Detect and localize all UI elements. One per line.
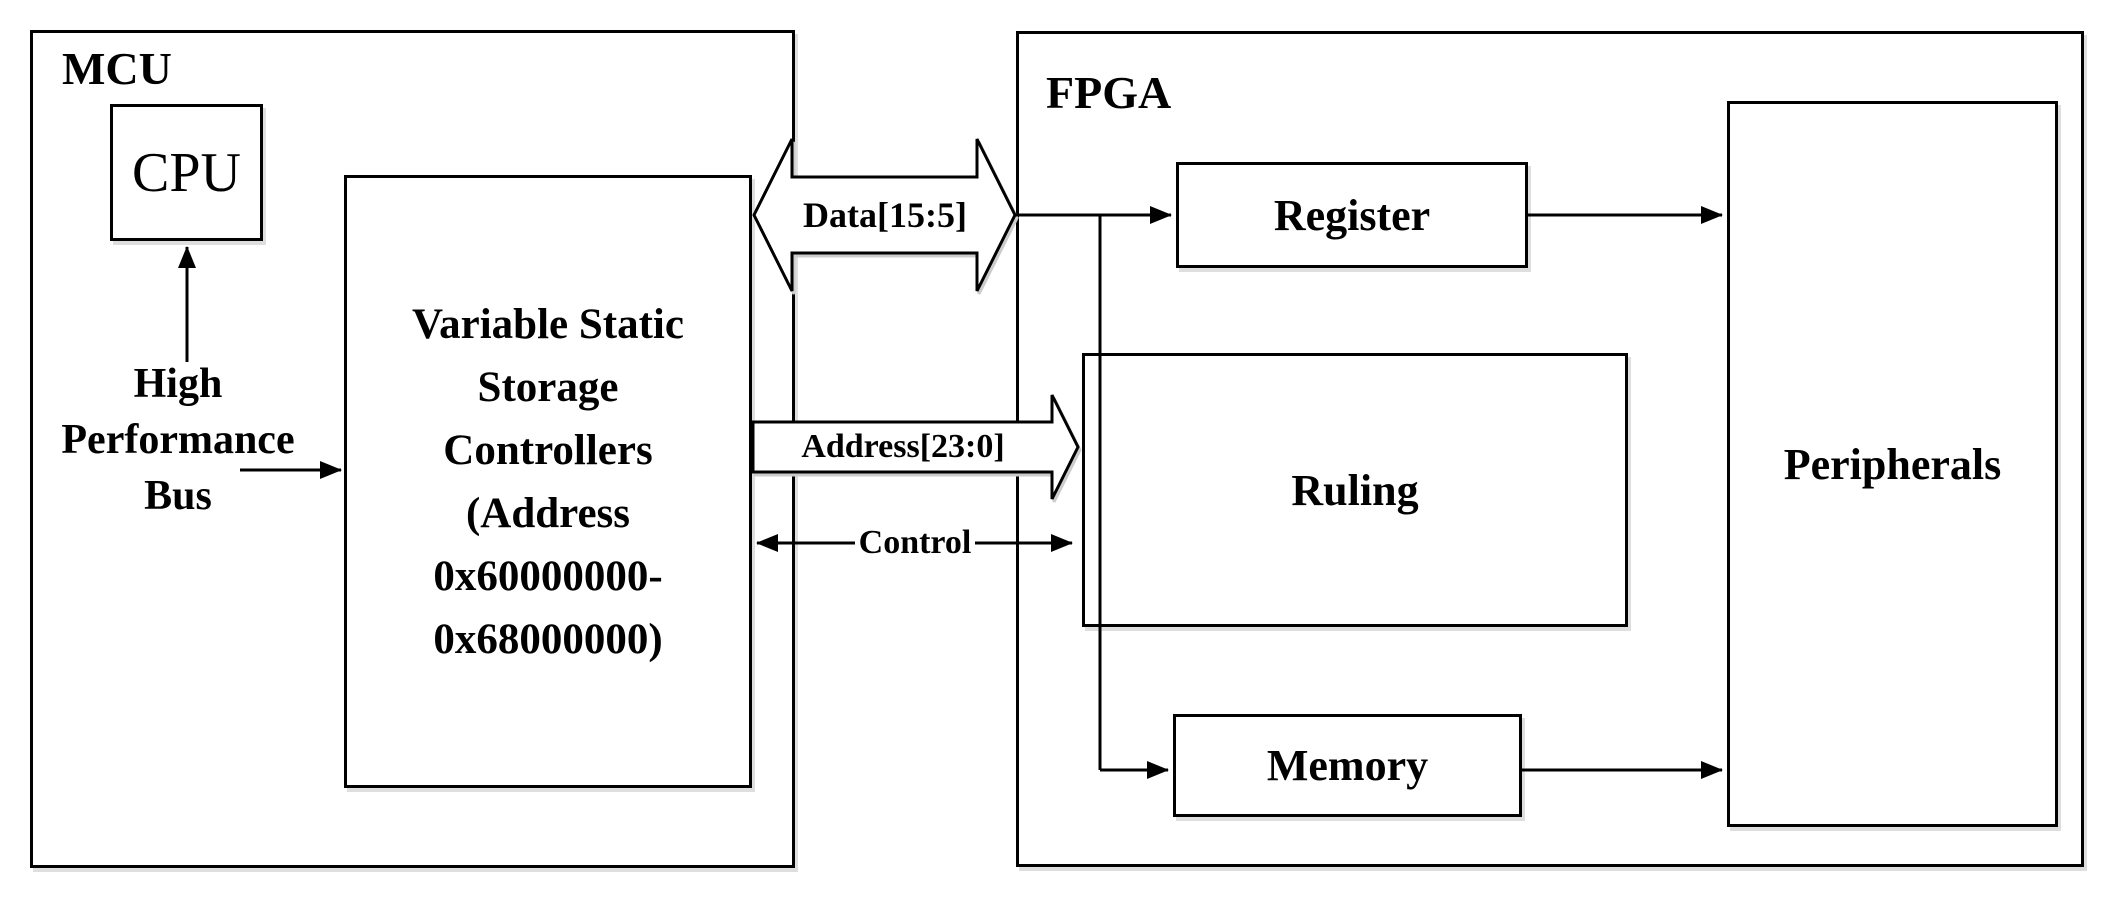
mcu-title: MCU — [62, 43, 172, 94]
register-box: Register — [1176, 162, 1528, 268]
memory-box: Memory — [1173, 714, 1522, 817]
high-performance-bus-label: High Performance Bus — [20, 356, 336, 524]
register-label: Register — [1273, 190, 1431, 240]
control-bus-label: Control — [815, 523, 1015, 563]
vssc-line-1: Variable Static — [412, 300, 684, 348]
storage-controller-label: Variable Static Storage Controllers (Add… — [412, 293, 684, 671]
bus-line-1: High — [133, 361, 223, 407]
cpu-box: CPU — [110, 104, 263, 241]
bus-line-2: Performance — [61, 417, 295, 463]
address-bus-label: Address[23:0] — [801, 428, 1005, 465]
vssc-line-5: 0x60000000- — [433, 552, 663, 600]
peripherals-box: Peripherals — [1727, 101, 2058, 827]
memory-label: Memory — [1266, 741, 1429, 790]
storage-controller-box: Variable Static Storage Controllers (Add… — [344, 175, 752, 788]
vssc-line-3: Controllers — [443, 426, 653, 474]
ruling-box: Ruling — [1082, 353, 1628, 627]
fpga-title: FPGA — [1046, 67, 1172, 118]
ruling-label: Ruling — [1291, 465, 1419, 515]
vssc-line-4: (Address — [465, 489, 631, 537]
data-bus-label: Data[15:5] — [803, 195, 967, 235]
vssc-line-6: 0x68000000) — [433, 615, 663, 663]
vssc-line-2: Storage — [477, 363, 619, 411]
bus-line-3: Bus — [144, 473, 212, 519]
peripherals-label: Peripherals — [1783, 439, 2002, 489]
cpu-label: CPU — [132, 141, 241, 204]
